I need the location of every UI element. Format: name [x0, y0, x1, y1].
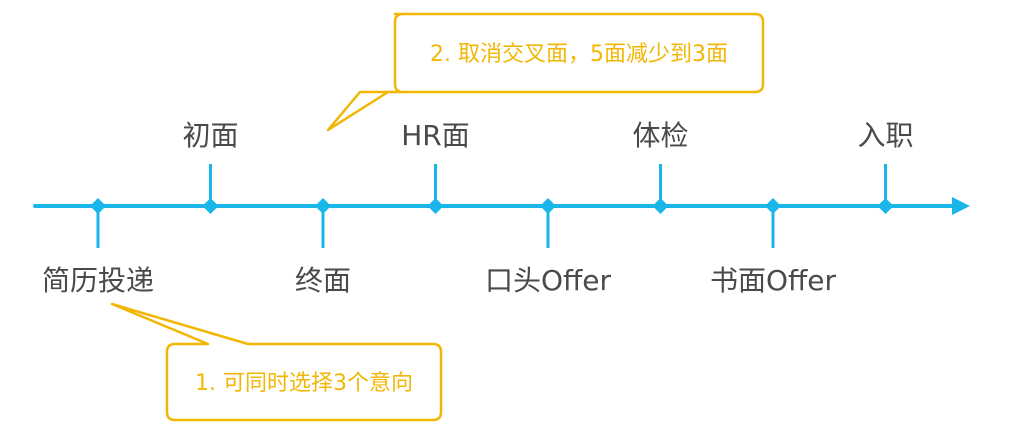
- stage-marker: [427, 198, 444, 214]
- stage-marker: [202, 198, 219, 214]
- stage-label: 口头Offer: [485, 264, 612, 297]
- stage-marker: [315, 198, 331, 214]
- stage-label: 初面: [182, 119, 238, 152]
- callout-text: 2. 取消交叉面，5面减少到3面: [430, 42, 728, 67]
- stage-marker: [652, 198, 669, 214]
- callout-text: 1. 可同时选择3个意向: [195, 371, 413, 396]
- stage-marker: [877, 198, 894, 214]
- stage-marker: [765, 198, 781, 214]
- stage-label: 入职: [857, 119, 913, 152]
- stage-marker: [540, 198, 556, 214]
- callout-bubble: [110, 302, 443, 422]
- stage-label: 体检: [632, 119, 688, 152]
- stage-label: 书面Offer: [710, 264, 837, 297]
- timeline-arrowhead: [952, 197, 970, 215]
- callout-bubble: [326, 12, 765, 132]
- callout-choose-three-intentions: 1. 可同时选择3个意向: [110, 302, 443, 422]
- stage-marker: [90, 198, 106, 214]
- stage-label: HR面: [401, 119, 470, 152]
- stage-label: 终面: [295, 264, 351, 297]
- stage-label: 简历投递: [42, 264, 154, 297]
- callout-cancel-cross-interview: 2. 取消交叉面，5面减少到3面: [326, 12, 765, 132]
